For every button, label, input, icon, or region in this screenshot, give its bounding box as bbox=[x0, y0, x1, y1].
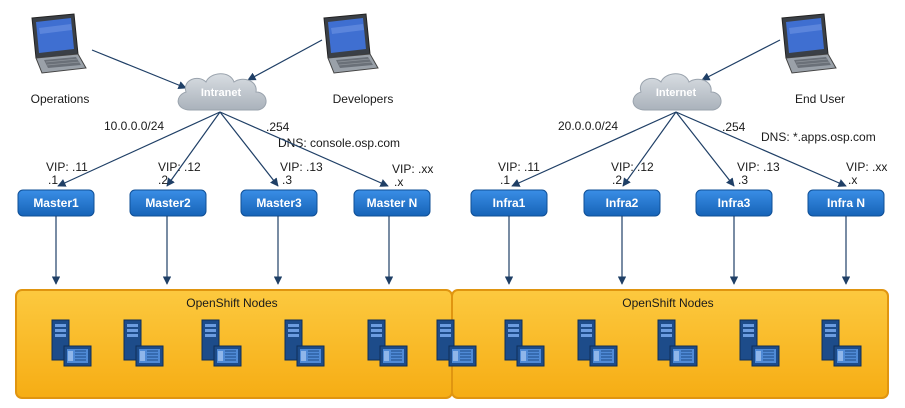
vip-infra1: VIP: .11 bbox=[498, 160, 540, 174]
ip-infra1: .1 bbox=[500, 173, 510, 187]
infra2-label: Infra2 bbox=[606, 196, 639, 210]
laptop-icon bbox=[31, 13, 87, 74]
master2-label: Master2 bbox=[145, 196, 191, 210]
infra3-label: Infra3 bbox=[718, 196, 751, 210]
mastern-button[interactable]: Master N bbox=[353, 189, 431, 217]
arrow-operations-to-cloud bbox=[91, 49, 187, 90]
left-subnet: 10.0.0.0/24 bbox=[104, 119, 164, 133]
right-gateway: .254 bbox=[722, 120, 746, 134]
laptop-icon bbox=[323, 13, 379, 74]
arrow-developers-to-cloud bbox=[247, 39, 323, 81]
master2-button[interactable]: Master2 bbox=[129, 189, 207, 217]
left-gateway: .254 bbox=[266, 120, 290, 134]
infra1-button[interactable]: Infra1 bbox=[470, 189, 548, 217]
arrow-cloud-to-infra3 bbox=[675, 111, 735, 187]
infran-button[interactable]: Infra N bbox=[807, 189, 885, 217]
master1-label: Master1 bbox=[33, 196, 79, 210]
client-label-operations: Operations bbox=[31, 92, 90, 106]
vip-master1: VIP: .11 bbox=[46, 160, 88, 174]
arrow-enduser-to-cloud bbox=[701, 39, 781, 81]
mastern-label: Master N bbox=[367, 196, 418, 210]
infra1-label: Infra1 bbox=[493, 196, 526, 210]
ip-infra2: .2 bbox=[612, 173, 622, 187]
right-subnet: 20.0.0.0/24 bbox=[558, 119, 618, 133]
infra2-button[interactable]: Infra2 bbox=[583, 189, 661, 217]
arrow-cloud-to-master3 bbox=[219, 111, 279, 187]
vip-mastern: VIP: .xx bbox=[392, 162, 433, 176]
master3-label: Master3 bbox=[256, 196, 302, 210]
vip-infran: VIP: .xx bbox=[846, 160, 887, 174]
vip-master2: VIP: .12 bbox=[158, 160, 201, 174]
ip-infra3: .3 bbox=[738, 173, 748, 187]
master3-button[interactable]: Master3 bbox=[240, 189, 318, 217]
arrow-cloud-to-master2 bbox=[166, 111, 221, 187]
intranet-label: Intranet bbox=[201, 87, 242, 99]
left-panel-label: OpenShift Nodes bbox=[186, 296, 277, 310]
right-panel-label: OpenShift Nodes bbox=[622, 296, 713, 310]
client-label-end-user: End User bbox=[795, 92, 845, 106]
infran-label: Infra N bbox=[827, 196, 865, 210]
internet-label: Internet bbox=[656, 87, 697, 99]
arrow-cloud-to-mastern bbox=[219, 111, 389, 187]
vip-infra3: VIP: .13 bbox=[737, 160, 780, 174]
vip-master3: VIP: .13 bbox=[280, 160, 323, 174]
arrow-cloud-to-master1 bbox=[57, 111, 221, 187]
arrow-cloud-to-infra1 bbox=[511, 111, 677, 187]
client-label-developers: Developers bbox=[333, 92, 394, 106]
ip-master1: .1 bbox=[48, 173, 58, 187]
arrow-cloud-to-infran bbox=[675, 111, 847, 187]
master1-button[interactable]: Master1 bbox=[17, 189, 95, 217]
ip-mastern: .x bbox=[394, 175, 403, 189]
infra3-button[interactable]: Infra3 bbox=[695, 189, 773, 217]
ip-master2: .2 bbox=[158, 173, 168, 187]
arrow-cloud-to-infra2 bbox=[622, 111, 677, 187]
ip-master3: .3 bbox=[282, 173, 292, 187]
ip-infran: .x bbox=[848, 173, 857, 187]
vip-infra2: VIP: .12 bbox=[611, 160, 654, 174]
laptop-icon bbox=[781, 13, 837, 74]
left-dns: DNS: console.osp.com bbox=[278, 136, 400, 150]
right-dns: DNS: *.apps.osp.com bbox=[761, 130, 876, 144]
